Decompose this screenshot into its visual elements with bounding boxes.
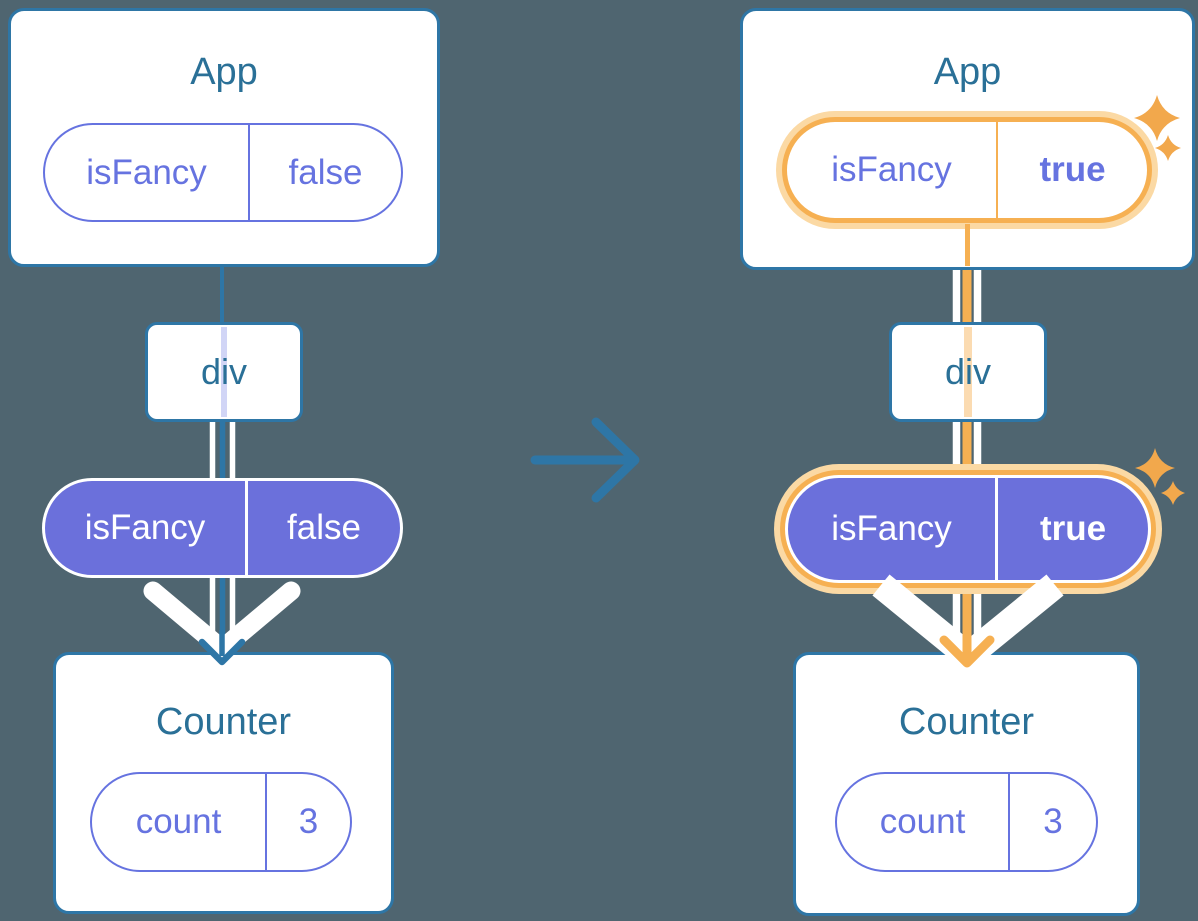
passed-prop-pill-highlighted: isFancy true (785, 475, 1151, 583)
chevron-icon (872, 574, 1064, 674)
prop-value: false (287, 508, 361, 547)
prop-value: true (1039, 150, 1106, 189)
prop-name: isFancy (45, 481, 248, 575)
div-node: div (145, 322, 303, 422)
prop-name: isFancy (45, 125, 250, 220)
state-name: count (92, 774, 267, 870)
prop-flow-stub (964, 224, 970, 266)
pass-through-stripe (221, 327, 227, 417)
prop-name: isFancy (788, 478, 998, 580)
passed-prop-pill: isFancy false (42, 478, 403, 578)
sparkle-icon (1161, 481, 1185, 505)
state-value: 3 (1043, 802, 1063, 841)
app-title: App (190, 51, 258, 93)
app-prop-pill: isFancy false (43, 123, 403, 222)
state-name: count (837, 774, 1010, 870)
app-title: App (933, 51, 1002, 93)
prop-value: true (1039, 509, 1107, 548)
div-node: div (889, 322, 1047, 422)
counter-state-pill: count 3 (90, 772, 352, 872)
prop-value: false (288, 152, 363, 192)
chevron-icon (143, 581, 301, 659)
pass-through-stripe (964, 327, 972, 417)
counter-state-pill: count 3 (835, 772, 1098, 872)
prop-name: isFancy (787, 122, 998, 218)
counter-title: Counter (155, 701, 292, 743)
counter-title: Counter (898, 701, 1035, 743)
div-label: div (944, 351, 992, 392)
app-prop-pill-highlighted: isFancy true (782, 117, 1152, 223)
transition-arrow-icon (530, 417, 640, 503)
div-label: div (200, 351, 248, 392)
state-value: 3 (298, 802, 319, 841)
